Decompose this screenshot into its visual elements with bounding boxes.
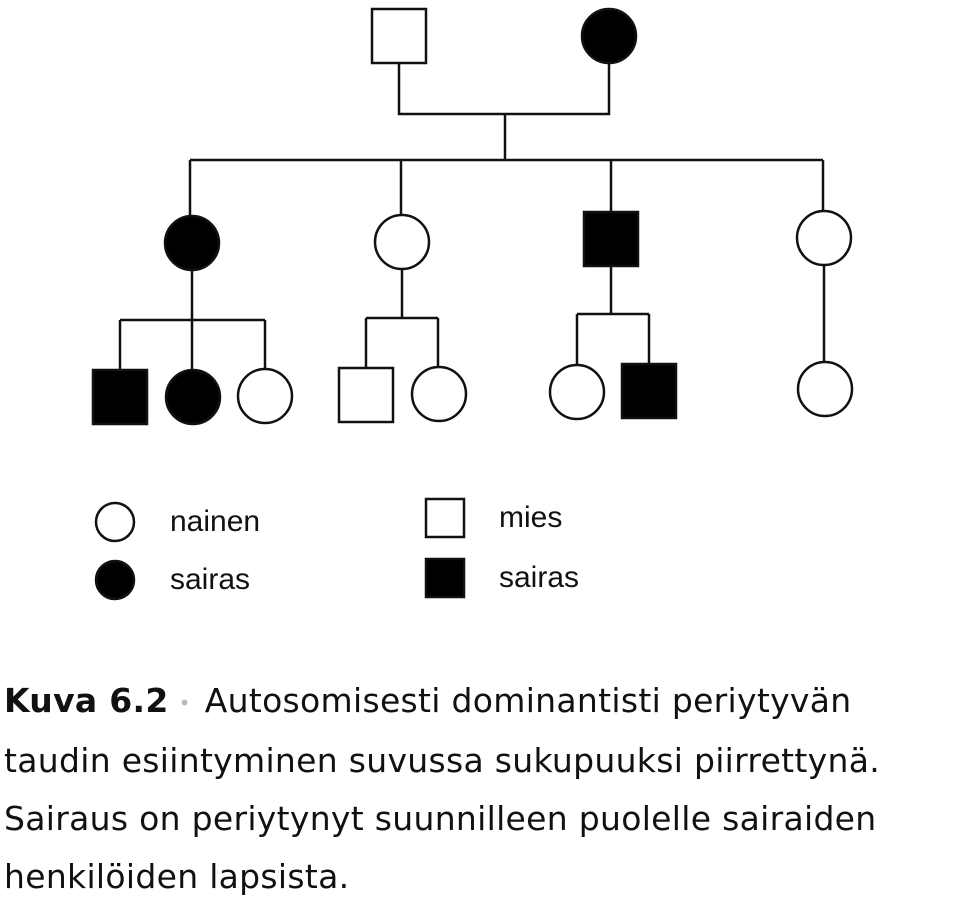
- gen3-child-5-circle: [410, 365, 468, 423]
- pedigree-individuals: [91, 7, 854, 426]
- gen2-daughter-2-circle: [373, 213, 431, 271]
- legend-male-affected-symbol: [424, 557, 466, 599]
- legend-male-label: mies: [499, 501, 562, 534]
- legend-female-label: nainen: [170, 505, 260, 538]
- gen2-daughter-1-circle: [163, 214, 221, 272]
- caption-label: Kuva 6.2: [4, 681, 169, 720]
- gen3-child-3-circle: [236, 367, 294, 425]
- gen3-child-7-square: [620, 362, 678, 420]
- gen2-son-square: [582, 210, 640, 268]
- gen2-daughter-3-circle: [795, 209, 853, 267]
- legend: nainen sairas mies sairas: [94, 497, 579, 601]
- caption-text: Autosomisesti dominantisti periytyvän ta…: [4, 681, 881, 896]
- caption-separator: •: [178, 690, 191, 715]
- gen3-child-4-square: [337, 366, 395, 424]
- gen3-child-6-circle: [548, 363, 606, 421]
- figure-caption: Kuva 6.2 •Autosomisesti dominantisti peri…: [4, 672, 956, 906]
- legend-male-affected-label: sairas: [499, 561, 579, 594]
- pedigree-lines: [118, 62, 826, 369]
- gen3-child-1-square: [91, 368, 149, 426]
- gen1-father-square: [370, 7, 428, 65]
- gen3-child-2-circle: [164, 368, 222, 426]
- legend-male-symbol: [424, 497, 466, 539]
- legend-female-affected-symbol: [94, 559, 136, 601]
- legend-female-symbol: [94, 501, 136, 543]
- legend-female-affected-label: sairas: [170, 563, 250, 596]
- gen1-mother-circle: [580, 7, 638, 65]
- gen3-child-8-circle: [796, 360, 854, 418]
- gen1-marriage-line: [397, 62, 611, 116]
